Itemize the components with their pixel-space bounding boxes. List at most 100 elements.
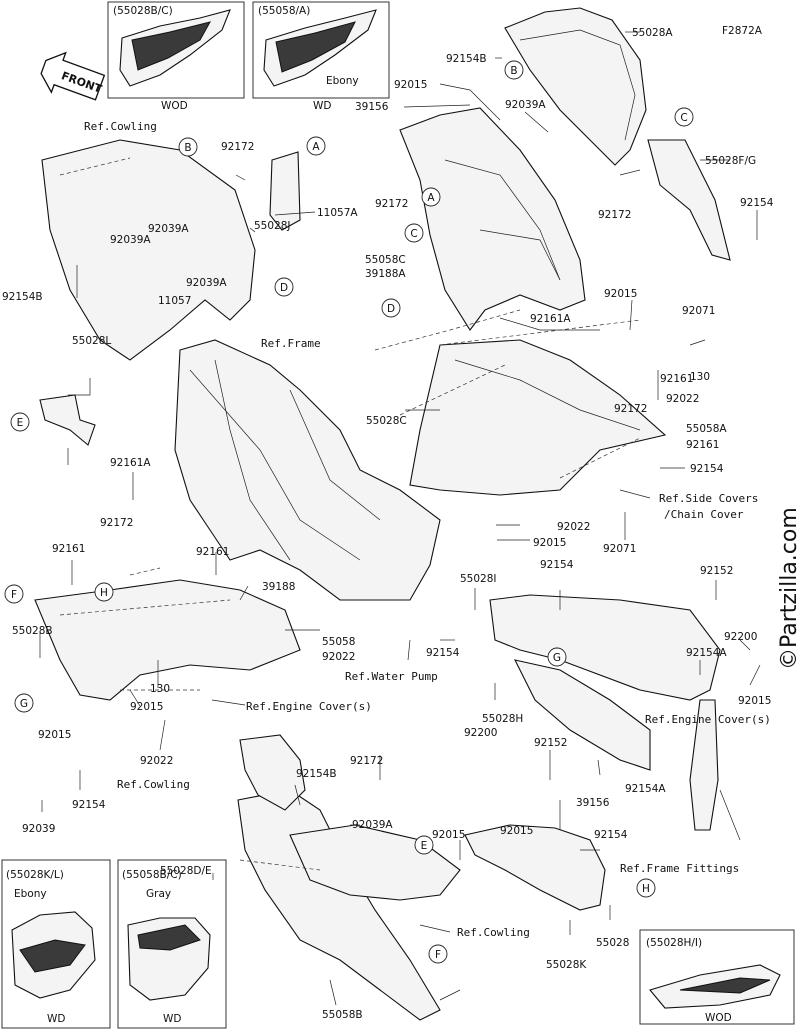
svg-text:55028J: 55028J	[254, 220, 291, 232]
svg-text:92154: 92154	[594, 829, 628, 841]
svg-text:55028F/G: 55028F/G	[705, 155, 756, 167]
bubble-F-1: F	[4, 584, 24, 604]
leader-lines	[39, 31, 761, 1006]
svg-text:WD: WD	[47, 1013, 65, 1025]
svg-text:92039A: 92039A	[186, 277, 227, 289]
svg-text:92154: 92154	[690, 463, 724, 475]
svg-text:Ebony: Ebony	[14, 888, 47, 900]
svg-text:92071: 92071	[682, 305, 715, 317]
svg-text:92039A: 92039A	[148, 223, 189, 235]
svg-text:C: C	[680, 112, 687, 124]
svg-text:(55028B/C): (55028B/C)	[113, 5, 173, 17]
svg-text:A: A	[312, 141, 320, 153]
ref-frame-fittings: Ref.Frame Fittings	[620, 862, 739, 875]
svg-text:G: G	[20, 698, 28, 710]
svg-text:92200: 92200	[724, 631, 757, 643]
svg-text:92172: 92172	[375, 198, 408, 210]
svg-text:WD: WD	[313, 100, 331, 112]
part-55028F-small-panel	[647, 139, 731, 261]
inset-bottom-left: (55028K/L) Ebony WD	[1, 859, 111, 1029]
svg-text:92172: 92172	[598, 209, 631, 221]
svg-text:55058B: 55058B	[322, 1009, 363, 1021]
ref-engine-covers-left: Ref.Engine Cover(s)	[246, 700, 372, 713]
svg-text:92071: 92071	[603, 543, 636, 555]
svg-text:92172: 92172	[100, 517, 133, 529]
svg-text:B: B	[184, 142, 191, 154]
svg-text:92161: 92161	[52, 543, 85, 555]
svg-text:39156: 39156	[355, 101, 389, 113]
svg-text:55028: 55028	[596, 937, 629, 949]
svg-text:39188: 39188	[262, 581, 295, 593]
svg-text:92022: 92022	[557, 521, 590, 533]
svg-text:55028C: 55028C	[366, 415, 407, 427]
ref-engine-covers-right: Ref.Engine Cover(s)	[645, 713, 771, 726]
figure-code: F2872A	[722, 25, 763, 37]
svg-text:E: E	[421, 840, 428, 852]
svg-text:WOD: WOD	[705, 1012, 732, 1024]
bubble-H-2: H	[636, 878, 656, 898]
part-bracket-right	[689, 699, 719, 831]
svg-text:11057: 11057	[158, 295, 191, 307]
svg-text:55058A: 55058A	[686, 423, 727, 435]
svg-text:92161: 92161	[196, 546, 229, 558]
svg-text:D: D	[280, 282, 288, 294]
svg-text:92022: 92022	[140, 755, 173, 767]
svg-text:92161A: 92161A	[110, 457, 151, 469]
svg-text:92015: 92015	[38, 729, 71, 741]
svg-text:92154: 92154	[540, 559, 574, 571]
bubble-A-2: A	[421, 187, 441, 207]
bubble-C-1: C	[674, 107, 694, 127]
inset-bottom-mid: (55058B/C) Gray WD	[117, 859, 227, 1029]
svg-text:39188A: 39188A	[365, 268, 406, 280]
bubble-E-1: E	[10, 412, 30, 432]
svg-text:92154: 92154	[426, 647, 460, 659]
part-bracket-top	[239, 734, 306, 811]
svg-text:H: H	[642, 883, 650, 895]
bubble-E-2: E	[414, 835, 434, 855]
svg-text:92022: 92022	[666, 393, 699, 405]
inset-top-left: (55028B/C) WOD	[107, 1, 245, 112]
svg-text:55058: 55058	[322, 636, 355, 648]
svg-text:92154: 92154	[740, 197, 774, 209]
part-55028A-upper-cowl	[504, 7, 647, 166]
bubble-D-2: D	[381, 298, 401, 318]
bubble-D-1: D	[274, 277, 294, 297]
part-frame	[174, 339, 441, 601]
svg-text:55058C: 55058C	[365, 254, 406, 266]
svg-text:92152: 92152	[700, 565, 733, 577]
part-55028J-inner-panel	[41, 139, 256, 361]
part-55028B-belly-left	[34, 579, 301, 701]
svg-text:92200: 92200	[464, 727, 497, 739]
svg-text:130: 130	[690, 371, 710, 383]
svg-text:92015: 92015	[432, 829, 465, 841]
part-numbers: 55028A 92154B 92015 39156 92039A 55028F/…	[2, 27, 774, 1021]
svg-text:130: 130	[150, 683, 170, 695]
svg-text:92154A: 92154A	[625, 783, 666, 795]
ref-chain-cover: /Chain Cover	[664, 508, 744, 521]
part-11057A-bracket	[269, 151, 301, 231]
svg-text:92172: 92172	[614, 403, 647, 415]
svg-text:55028I: 55028I	[460, 573, 497, 585]
part-55028C-lower-panel	[409, 339, 667, 496]
svg-text:92154A: 92154A	[686, 647, 727, 659]
ref-labels: Ref.Cowling Ref.Frame Ref.Side Covers /C…	[84, 120, 771, 939]
part-11057-bracket	[39, 394, 96, 446]
part-55028-lower-cowl	[237, 789, 461, 1021]
bubble-G-2: G	[547, 647, 567, 667]
svg-text:55028B: 55028B	[12, 625, 53, 637]
bubble-A-1: A	[306, 136, 326, 156]
svg-text:92015: 92015	[394, 79, 427, 91]
svg-text:55028H: 55028H	[482, 713, 523, 725]
ref-frame: Ref.Frame	[261, 337, 321, 350]
svg-text:(55028H/I): (55028H/I)	[646, 937, 702, 949]
part-55028H-lower-trim	[513, 659, 651, 771]
ref-cowling-top: Ref.Cowling	[84, 120, 157, 133]
svg-text:92015: 92015	[500, 825, 533, 837]
svg-text:55028A: 55028A	[632, 27, 673, 39]
svg-text:A: A	[427, 192, 435, 204]
part-55028I-belly-right	[489, 594, 721, 701]
svg-text:(55058/A): (55058/A)	[258, 5, 310, 17]
ref-side-covers: Ref.Side Covers	[659, 492, 758, 505]
svg-text:92015: 92015	[533, 537, 566, 549]
